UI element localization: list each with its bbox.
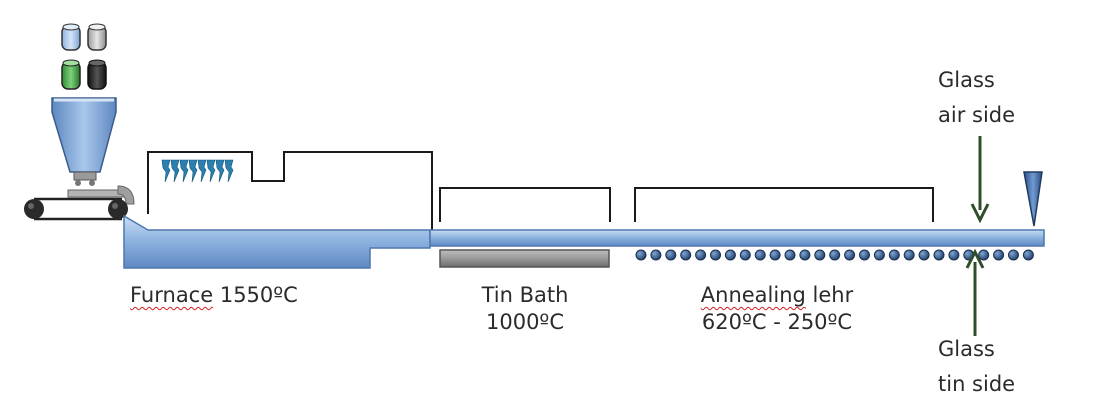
roller-icon	[665, 249, 677, 261]
flame-icon	[224, 159, 234, 183]
roller-icon	[680, 249, 692, 261]
roller-icon	[799, 249, 811, 261]
conveyor-icon	[24, 185, 135, 221]
annealing-lehr-label: Annealing lehr 620ºC - 250ºC	[672, 282, 882, 336]
furnace-housing	[147, 151, 433, 230]
roller-icon	[635, 249, 647, 261]
roller-icon	[948, 249, 960, 261]
cylinder-icon	[61, 59, 81, 90]
roller-icon	[695, 249, 707, 261]
flame-icon	[215, 159, 225, 183]
annealing-lehr-temperature: 620ºC - 250ºC	[701, 310, 853, 334]
roller-icon	[978, 249, 990, 261]
tin-bath-name: Tin Bath	[481, 283, 569, 307]
cutter-icon	[1023, 171, 1043, 227]
glass-air-side-label: Glass air side	[938, 67, 1015, 129]
roller-icon	[814, 249, 826, 261]
roller-icon	[1008, 249, 1019, 261]
furnace-word: Furnace	[130, 283, 214, 307]
flame-icon	[161, 159, 171, 183]
annealing-word: Annealing	[700, 283, 806, 307]
flame-icon	[206, 159, 216, 183]
flame-icon	[179, 159, 189, 183]
roller-icon	[739, 249, 751, 261]
tin-bath-label: Tin Bath 1000ºC	[455, 282, 595, 336]
roller-icon	[933, 249, 945, 261]
flame-icon	[188, 159, 198, 183]
roller-icon	[844, 249, 856, 261]
air-side-line-1: Glass	[938, 68, 995, 92]
roller-icon	[903, 249, 915, 261]
roller-icon	[769, 249, 781, 261]
flame-icon	[170, 159, 180, 183]
cylinder-icon	[87, 23, 107, 51]
cylinder-icon	[87, 59, 107, 90]
furnace-label: Furnace 1550ºC	[130, 282, 298, 309]
cylinder-icon	[61, 23, 81, 51]
roller-icon	[710, 249, 721, 261]
furnace-molten-glass	[123, 214, 431, 269]
annealing-rest: lehr	[805, 283, 854, 307]
annealing-lehr-name: Annealing lehr	[672, 282, 882, 309]
flame-icon	[197, 159, 207, 183]
glass-tin-side-label: Glass tin side	[938, 336, 1015, 398]
tin-side-line-2: tin side	[938, 372, 1016, 396]
annealing-lehr-bracket	[634, 187, 934, 222]
furnace-temperature: 1550ºC	[213, 283, 298, 307]
tin-bath-temperature: 1000ºC	[485, 310, 564, 334]
roller-icon	[650, 249, 662, 261]
roller-icon	[888, 249, 900, 261]
air-side-line-2: air side	[938, 103, 1016, 127]
raw-material-bins	[61, 23, 107, 90]
glass-ribbon	[429, 229, 1045, 247]
roller-icon	[754, 249, 766, 261]
tin-bath-bracket	[439, 187, 611, 222]
roller-icon	[859, 249, 870, 261]
roller-icon	[724, 249, 736, 261]
tin-side-line-1: Glass	[938, 337, 995, 361]
roller-icon	[873, 249, 885, 261]
hopper-icon	[51, 97, 117, 186]
tin-side-arrow	[965, 248, 985, 336]
burner-flames	[161, 159, 234, 183]
roller-icon	[784, 249, 796, 261]
lehr-rollers	[635, 249, 1034, 261]
roller-icon	[918, 249, 930, 261]
air-side-arrow	[970, 136, 990, 224]
roller-icon	[993, 249, 1005, 261]
tin-bath	[439, 249, 610, 268]
roller-icon	[1022, 249, 1034, 261]
roller-icon	[829, 249, 841, 261]
